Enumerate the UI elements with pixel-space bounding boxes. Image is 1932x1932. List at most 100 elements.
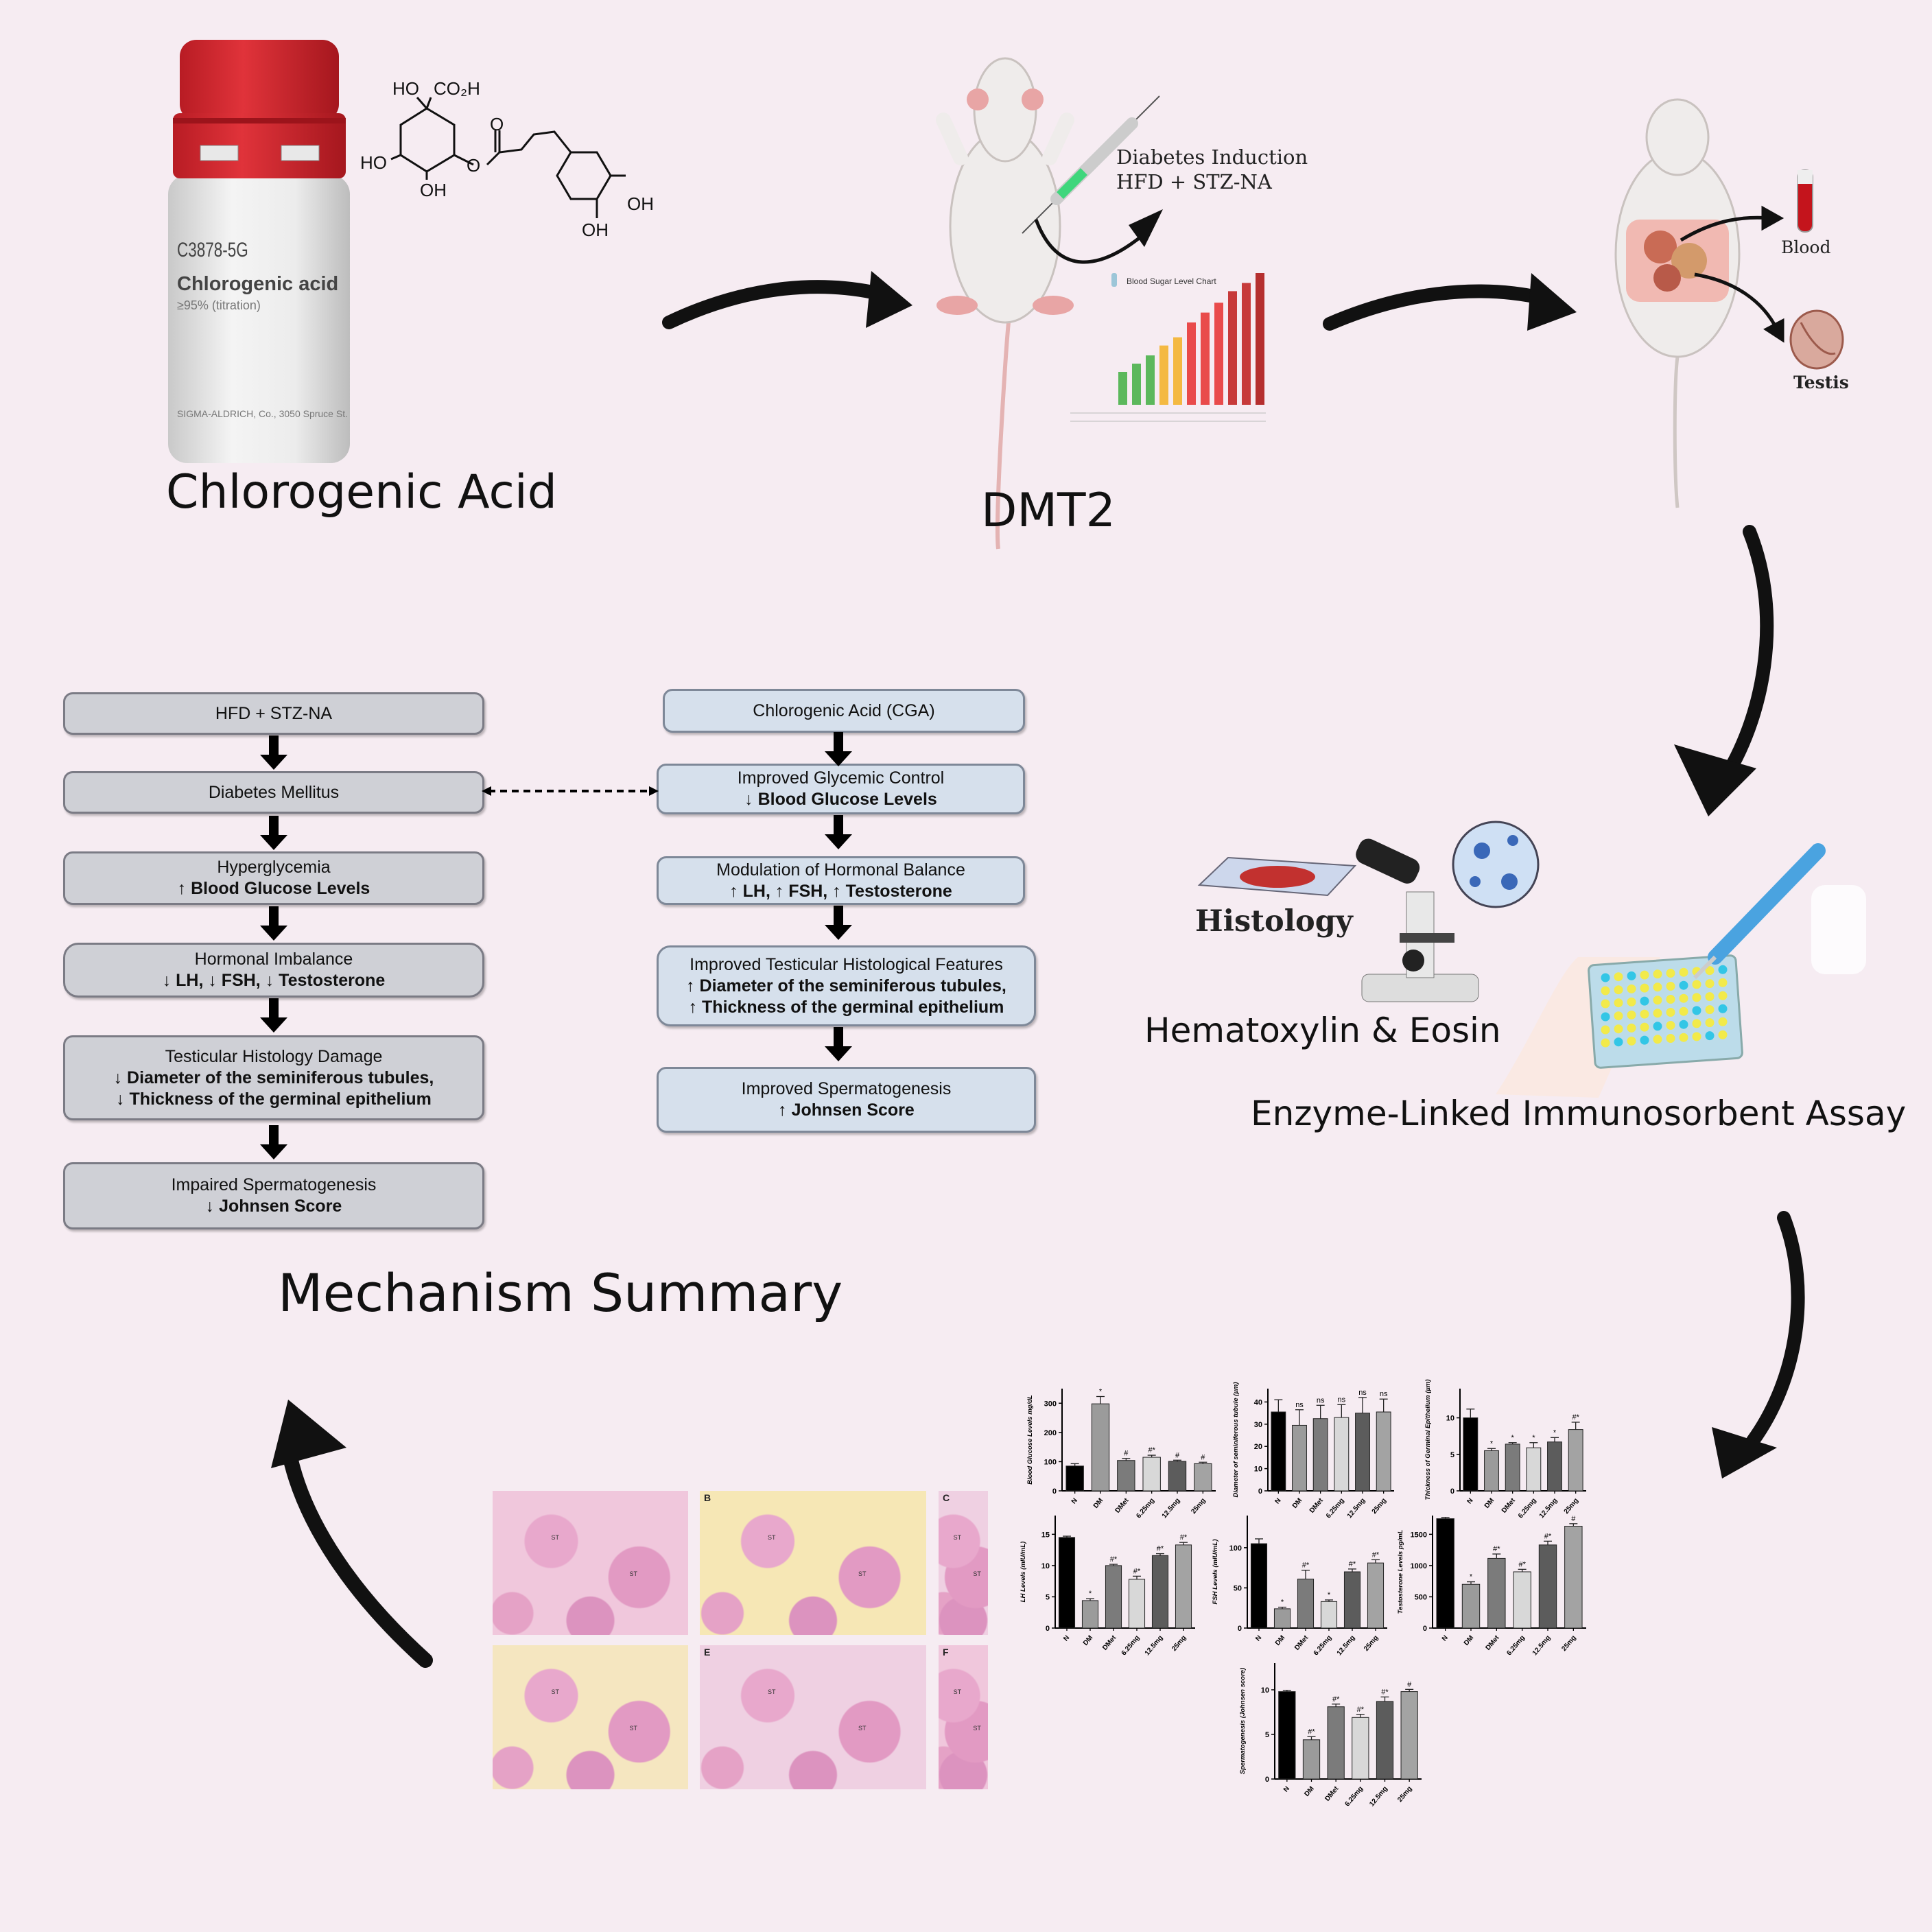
y-tick-label: 1000 <box>1411 1562 1427 1570</box>
x-tick-label: 12.5mg <box>1531 1634 1553 1657</box>
bar-25mg <box>1376 1411 1391 1492</box>
elisa-well <box>1627 1036 1636 1046</box>
elisa-well <box>1705 979 1715 989</box>
bar-DM <box>1484 1450 1499 1492</box>
flow-box-text: Chlorogenic Acid (CGA) <box>753 700 935 720</box>
y-tick-label: 15 <box>1041 1531 1050 1539</box>
x-tick-label: N <box>1070 1497 1079 1506</box>
x-tick-label: N <box>1062 1634 1071 1643</box>
significance-mark: #* <box>1180 1533 1188 1542</box>
y-axis-label: Thickness of Germinal Epithelium (µm) <box>1424 1380 1432 1500</box>
tubule-label: ST <box>858 1570 867 1577</box>
flow-box-text: Impaired Spermatogenesis <box>171 1175 377 1194</box>
significance-mark: * <box>1089 1590 1092 1598</box>
elisa-well <box>1718 1017 1728 1026</box>
flow-box-text: Improved Spermatogenesis <box>741 1079 952 1098</box>
bar-DMet <box>1487 1557 1506 1629</box>
flow-box-text: Diabetes Mellitus <box>208 782 340 802</box>
mini-chart-title: Blood Sugar Level Chart <box>1127 276 1216 286</box>
bar-N <box>1278 1691 1296 1780</box>
blood-label: Blood <box>1781 237 1831 257</box>
y-axis-label: Testosterone Levels pg/mL <box>1397 1529 1404 1614</box>
structure-label-ho-top: HO <box>392 78 419 99</box>
elisa-well <box>1601 1012 1610 1022</box>
mini-chart-bar <box>1256 273 1264 405</box>
structure-label-oh-bottom: OH <box>420 180 447 200</box>
elisa-well <box>1718 1004 1728 1013</box>
x-tick-label: N <box>1274 1497 1283 1506</box>
elisa-well <box>1627 984 1636 993</box>
significance-mark: # <box>1124 1450 1129 1458</box>
significance-mark: #* <box>1302 1562 1310 1570</box>
bar-DMet <box>1312 1418 1328 1492</box>
bar-12.5mg <box>1168 1461 1187 1492</box>
significance-mark: #* <box>1572 1413 1579 1422</box>
y-tick-label: 100 <box>1044 1458 1057 1466</box>
blood-tube-icon <box>1797 169 1813 233</box>
significance-mark: #* <box>1308 1728 1315 1736</box>
x-tick-label: 12.5mg <box>1144 1634 1165 1657</box>
significance-mark: #* <box>1544 1532 1552 1540</box>
mini-chart-bar <box>1201 312 1210 405</box>
elisa-well <box>1666 1021 1675 1030</box>
elisa-well <box>1640 1009 1649 1019</box>
bar-25mg <box>1367 1562 1385 1629</box>
elisa-well <box>1653 996 1662 1005</box>
flow-box-hyperglycemia: Hyperglycemia↑ Blood Glucose Levels <box>63 851 484 905</box>
tubule-label: ST <box>629 1724 638 1732</box>
y-tick-label: 0 <box>1265 1776 1269 1784</box>
flow-box-text: HFD + STZ-NA <box>215 703 333 723</box>
magnified-cells-icon <box>1452 821 1540 908</box>
y-tick-label: 1500 <box>1411 1531 1427 1539</box>
significance-mark: * <box>1490 1439 1494 1448</box>
flow-box-glycemic-control: Improved Glycemic Control↓ Blood Glucose… <box>657 764 1025 814</box>
bar-6.25mg <box>1142 1457 1161 1492</box>
elisa-well <box>1640 1035 1649 1045</box>
significance-mark: ns <box>1295 1401 1304 1409</box>
y-tick-label: 5 <box>1265 1731 1269 1739</box>
tubule-label: ST <box>953 1534 962 1541</box>
elisa-well <box>1601 1038 1610 1048</box>
bar-12.5mg <box>1355 1413 1370 1492</box>
mini-chart-bar <box>1146 355 1155 405</box>
testis-label: Testis <box>1793 373 1849 392</box>
bar-6.25mg <box>1352 1717 1369 1780</box>
bar-DM <box>1302 1739 1321 1780</box>
significance-mark: # <box>1571 1515 1576 1523</box>
chlorogenic-acid-structure <box>390 97 626 218</box>
y-tick-label: 5 <box>1450 1451 1454 1459</box>
flow-box-text: Improved Glycemic Control <box>737 768 945 788</box>
elisa-label: Enzyme-Linked Immunosorbent Assay <box>1251 1094 1907 1133</box>
flow-box-impaired-spermatogenesis: Impaired Spermatogenesis↓ Johnsen Score <box>63 1162 484 1229</box>
bar-DMet <box>1117 1460 1135 1492</box>
mini-chart-bar <box>1242 283 1251 405</box>
y-tick-label: 10 <box>1446 1415 1454 1423</box>
structure-label-carbonyl-o: O <box>490 114 504 134</box>
significance-mark: # <box>1201 1453 1205 1461</box>
flow-box-cga: Chlorogenic Acid (CGA) <box>663 689 1025 733</box>
flow-box-detail: ↑ LH, ↑ FSH, ↑ Testosterone <box>729 881 952 901</box>
panel-letter: C <box>943 1492 950 1503</box>
elisa-well <box>1614 972 1623 982</box>
y-tick-label: 0 <box>1423 1625 1427 1633</box>
y-tick-label: 30 <box>1254 1421 1262 1429</box>
elisa-well <box>1705 1018 1715 1028</box>
y-axis-label: Diameter of seminiferous tubule (µm) <box>1232 1382 1240 1497</box>
arrow-right-icon <box>662 271 912 329</box>
structure-label-ho-left: HO <box>360 152 387 173</box>
y-tick-label: 100 <box>1229 1544 1242 1553</box>
tubule-label: ST <box>973 1570 981 1577</box>
bar-DMet <box>1505 1444 1520 1492</box>
tubule-label: ST <box>973 1724 981 1732</box>
pipette-icon <box>1693 843 1866 980</box>
flow-box-detail: ↓ Diameter of the seminiferous tubules, <box>113 1068 434 1087</box>
significance-mark: * <box>1470 1573 1473 1581</box>
bar-DMet <box>1105 1565 1122 1629</box>
significance-mark: #* <box>1493 1545 1500 1553</box>
